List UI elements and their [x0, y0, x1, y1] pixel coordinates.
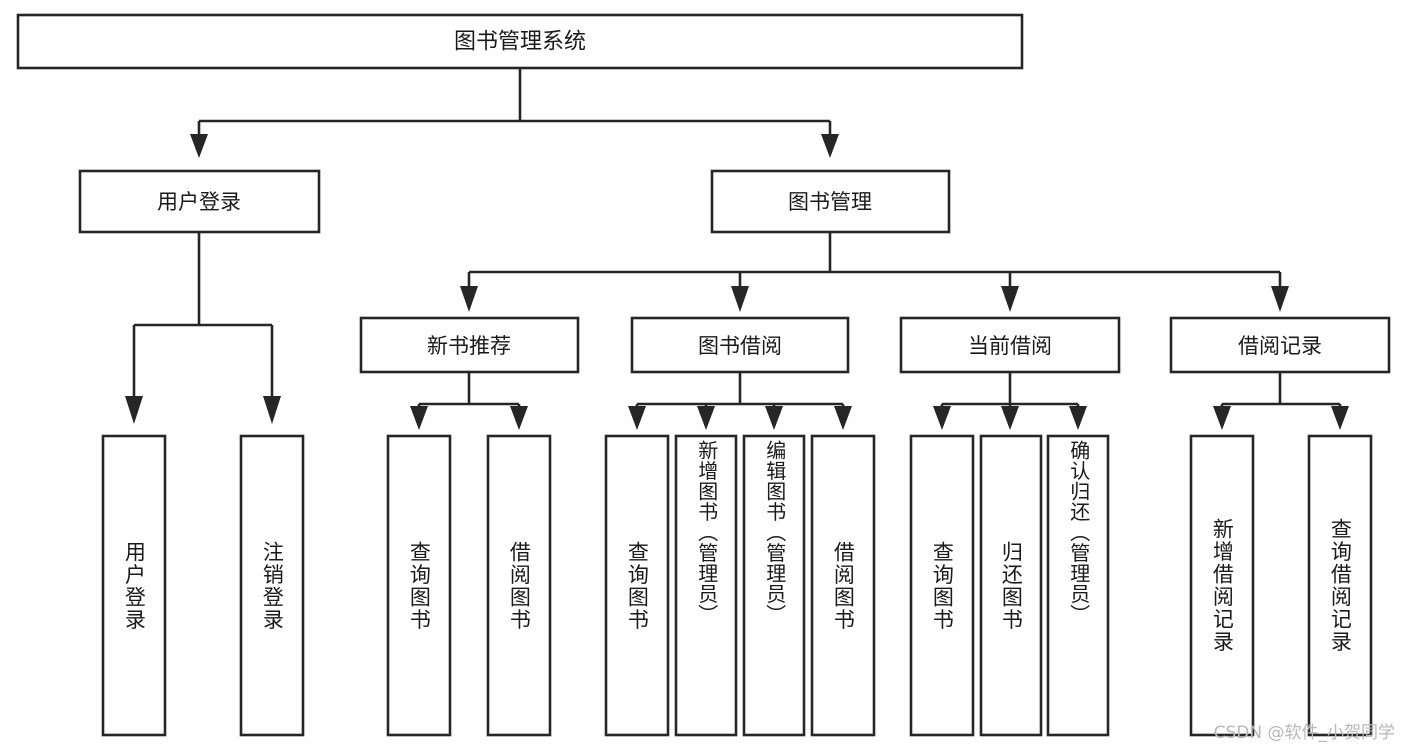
leaf-box-query-record[interactable]	[1307, 434, 1373, 737]
node-borrow-record[interactable]: 借阅记录	[1169, 316, 1391, 374]
node-book-manage[interactable]: 图书管理	[710, 169, 951, 234]
leaf-box-borrow-book-2[interactable]	[810, 434, 876, 737]
connector-root-to-level1	[190, 68, 839, 158]
leaf-box-add-record[interactable]	[1189, 434, 1255, 737]
connector-currentborrow-to-leaves	[933, 372, 1087, 430]
connector-borrowrecord-to-leaves	[1213, 372, 1349, 430]
watermark-text: CSDN @软件_小贺同学	[1213, 723, 1395, 743]
leaf-box-logout-login[interactable]	[239, 434, 305, 737]
leaf-box-add-book[interactable]	[674, 434, 738, 737]
leaf-box-confirm-return[interactable]	[1046, 434, 1110, 737]
connector-bookborrow-to-leaves	[628, 372, 852, 430]
connector-newbook-to-leaves	[410, 372, 528, 430]
leaf-box-user-login[interactable]	[101, 434, 167, 737]
node-borrow-record-label: 借阅记录	[1238, 334, 1322, 358]
leaf-boxes	[101, 434, 1373, 737]
leaf-box-borrow-book-1[interactable]	[486, 434, 552, 737]
leaf-box-return-book[interactable]	[979, 434, 1043, 737]
node-book-manage-label: 图书管理	[788, 190, 872, 214]
node-book-borrow-label: 图书借阅	[698, 334, 782, 358]
leaf-box-query-book-3[interactable]	[909, 434, 975, 737]
leaf-box-query-book-1[interactable]	[386, 434, 452, 737]
connector-bookmanage-to-level2	[460, 232, 1289, 312]
node-new-book-recommend-label: 新书推荐	[427, 334, 511, 358]
leaf-box-query-book-2[interactable]	[604, 434, 670, 737]
leaf-box-edit-book[interactable]	[742, 434, 806, 737]
node-user-login-label: 用户登录	[157, 190, 241, 214]
node-new-book-recommend[interactable]: 新书推荐	[359, 316, 580, 374]
node-user-login[interactable]: 用户登录	[78, 169, 321, 234]
node-book-borrow[interactable]: 图书借阅	[630, 316, 850, 374]
node-current-borrow-label: 当前借阅	[968, 334, 1052, 358]
connector-userlogin-to-leaves	[125, 232, 281, 424]
node-root-system[interactable]: 图书管理系统	[16, 13, 1024, 70]
node-root-system-label: 图书管理系统	[454, 30, 586, 55]
node-current-borrow[interactable]: 当前借阅	[899, 316, 1121, 374]
